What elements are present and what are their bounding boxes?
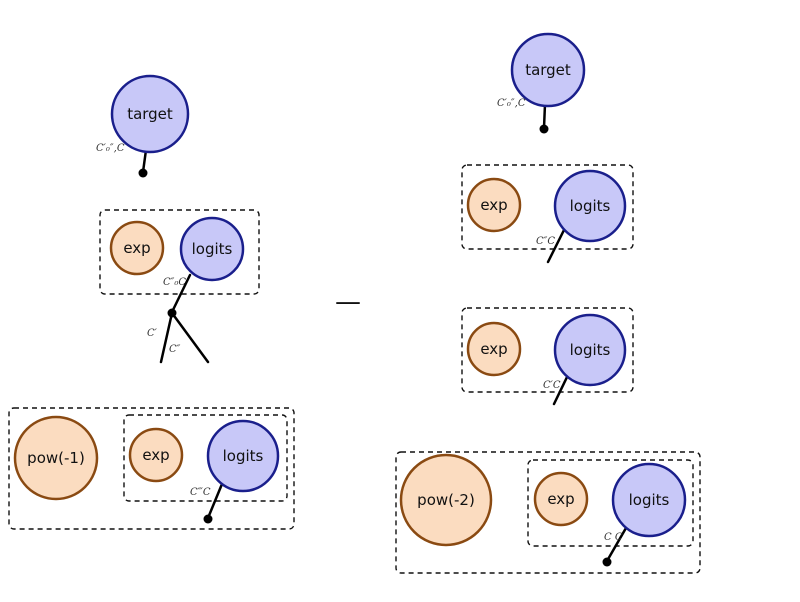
left-exp-node [109,220,165,276]
right-pow-logits-label: logits [629,491,670,509]
left-branch-wire-b [170,311,210,364]
right-box1-exp-node [466,177,522,233]
left-pow-inner-box [123,414,288,502]
right-pow-logits-index: C C [604,532,623,543]
right-box1-exp-label: exp [480,196,507,214]
right-pow-outer-box [395,451,701,574]
right-pow-logits-node [611,462,687,538]
left-pow-exp-node [128,427,184,483]
left-target-group: target C′₀″,C [96,74,190,178]
left-logits-leg [170,273,192,314]
left-pow-node [13,415,99,501]
right-pow-endpoint [602,557,612,567]
right-target-leg [542,102,547,130]
right-box2-group: exp logits C′C [461,307,634,406]
left-branch-index-b: C″ [169,344,181,355]
right-box2-logits-leg [552,373,570,406]
right-pow-exp-label: exp [547,490,574,508]
left-exp-label: exp [123,239,150,257]
left-logits-label: logits [192,240,233,258]
right-box1-group: exp logits C″C [461,164,634,264]
minus-operator: — [335,287,361,317]
left-pow-logits-leg [206,482,224,520]
right-pow-group: pow(-2) exp logits C C [395,451,701,574]
right-pow-exp-node [533,471,589,527]
left-target-node [110,74,190,154]
right-pow-node [399,453,493,547]
right-target-group: target C′₀″,C [497,32,586,134]
left-pow-logits-index: C‴C [190,487,211,498]
right-box2-logits-label: logits [570,341,611,359]
left-pow-logits-label: logits [223,447,264,465]
right-box2-exp-node [466,321,522,377]
left-logits-node [179,216,245,282]
right-box2-exp-label: exp [480,340,507,358]
right-box2-logits-index: C′C [543,380,561,391]
left-target-index: C′₀″,C [96,143,125,154]
right-target-index: C′₀″,C [497,98,526,109]
right-pow-inner-box [527,459,694,547]
left-exp-logits-group: exp logits C″₀C [99,209,260,314]
left-pow-label: pow(-1) [27,449,85,467]
left-target-endpoint [138,168,148,178]
left-pow-group: pow(-1) exp logits C‴C [8,407,295,530]
left-pow-logits-node [206,419,280,493]
right-box1-logits-node [553,169,627,243]
left-target-leg [141,148,148,174]
right-box1-logits-label: logits [570,197,611,215]
left-exp-logits-box [99,209,260,295]
left-target-label: target [127,105,173,123]
left-branch-group: C′ C″ [147,308,210,364]
right-box1-logits-leg [546,228,566,264]
right-box2-logits-node [553,313,627,387]
left-branch-wire-a [159,311,174,364]
right-pow-label: pow(-2) [417,491,475,509]
right-target-label: target [525,61,571,79]
left-pow-exp-label: exp [142,446,169,464]
left-pow-outer-box [8,407,295,530]
right-target-endpoint [539,124,549,134]
left-pow-endpoint [203,514,213,524]
right-target-node [510,32,586,108]
right-pow-logits-leg [605,526,628,563]
left-logits-index: C″₀C [163,277,186,288]
right-box1-logits-index: C″C [536,236,555,247]
left-branch-index-a: C′ [147,328,158,339]
